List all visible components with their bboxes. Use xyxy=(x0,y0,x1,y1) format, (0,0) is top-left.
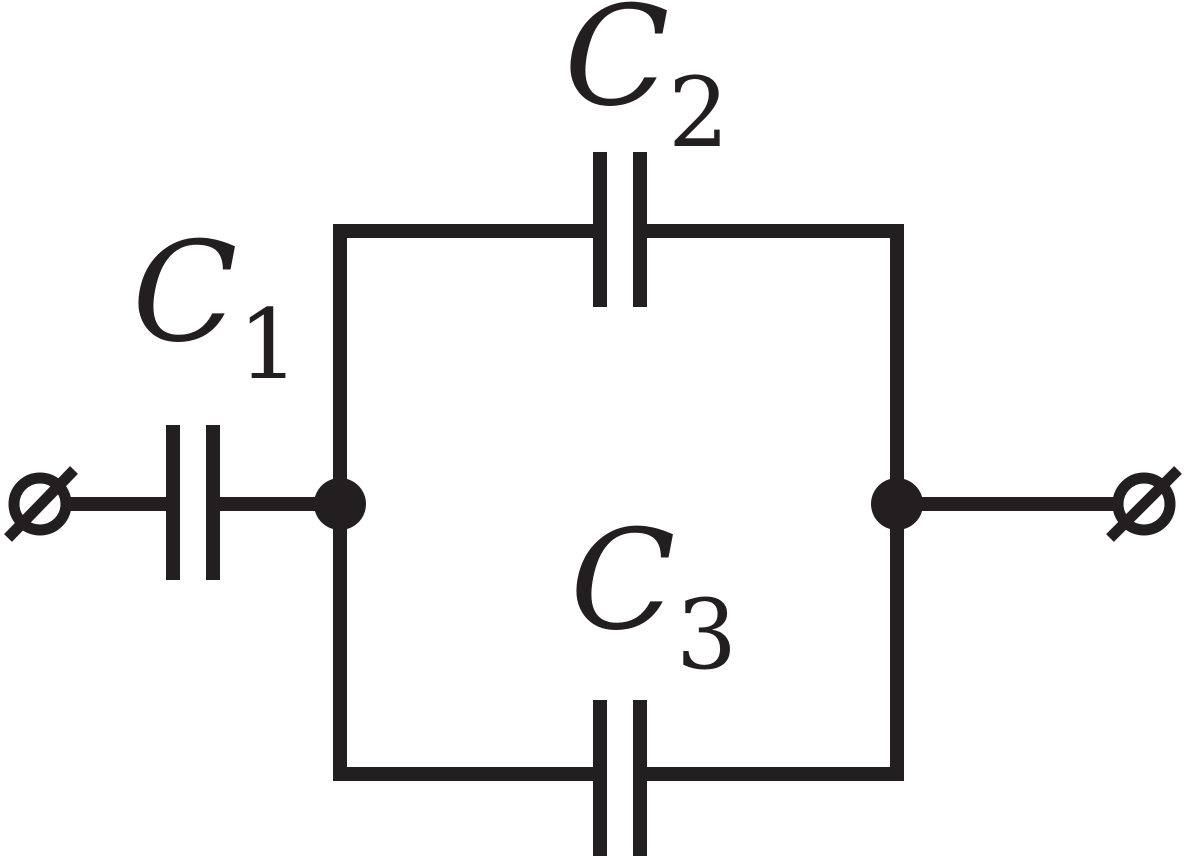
right-terminal-slash xyxy=(1106,466,1182,542)
left-terminal xyxy=(4,466,78,542)
left-junction-node xyxy=(314,478,366,530)
wire-top-left xyxy=(333,224,600,504)
left-terminal-slash xyxy=(4,466,78,542)
c3-label-subscript: 3 xyxy=(676,579,737,691)
c2-label-subscript: 2 xyxy=(668,57,729,169)
wire-bottom-right xyxy=(640,504,904,781)
c2-label-symbol: C xyxy=(564,0,670,137)
capacitor-c3 xyxy=(593,700,647,856)
capacitor-c2 xyxy=(593,152,647,307)
right-terminal-ring xyxy=(1112,472,1176,536)
c3-label: C 3 xyxy=(570,500,737,691)
c1-label-symbol: C xyxy=(132,212,238,373)
wire-top-right xyxy=(640,224,904,504)
c1-label: C 1 xyxy=(132,212,299,401)
c2-label: C 2 xyxy=(564,0,729,169)
right-terminal xyxy=(1106,466,1182,542)
capacitor-c1 xyxy=(166,425,220,580)
c1-label-subscript: 1 xyxy=(238,289,299,401)
c3-label-symbol: C xyxy=(570,500,676,661)
right-junction-node xyxy=(871,478,923,530)
wire-bottom-left xyxy=(333,504,600,781)
